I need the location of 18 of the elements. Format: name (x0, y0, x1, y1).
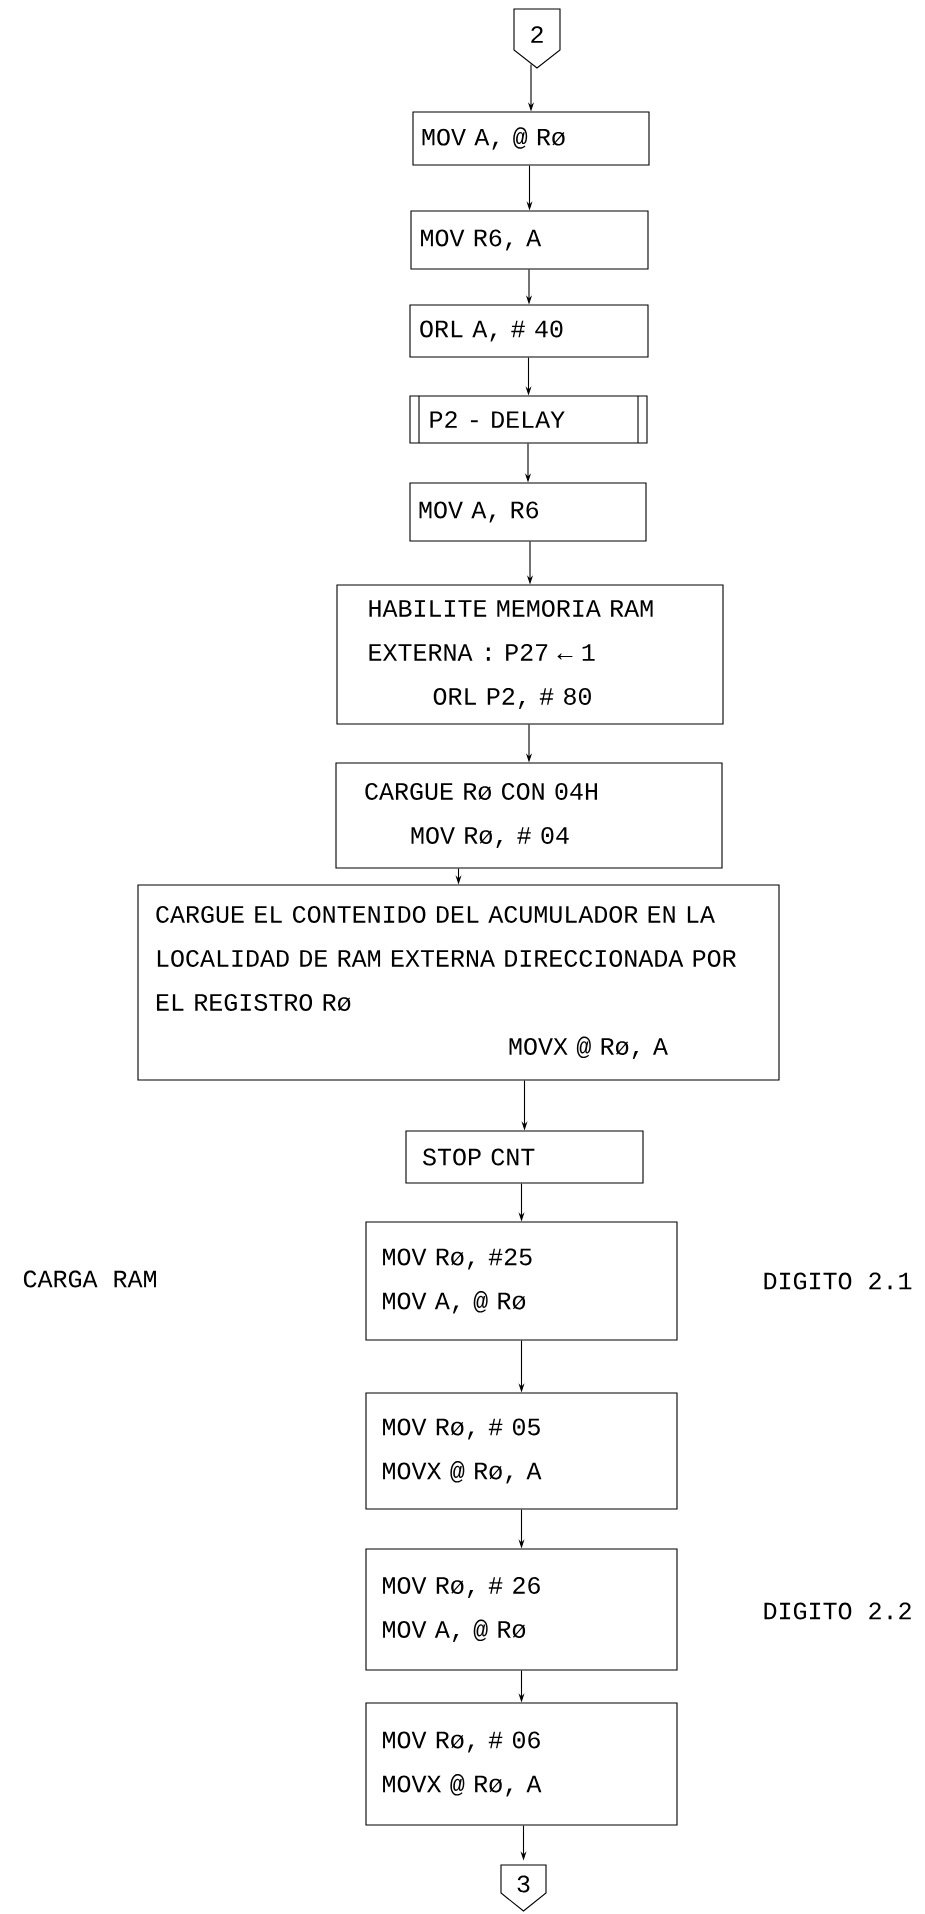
process-box: HABILITE MEMORIA RAM EXTERNA : P27 ← 1 ORL P2, # 80 (336, 584, 724, 725)
side-label: DIGITO 2.2 (764, 1602, 911, 1620)
process-box: MOV Rø, # 05 MOVX @ Rø, A (365, 1392, 678, 1510)
process-box: STOP CNT (405, 1130, 644, 1184)
process-box: MOV Rø, # 06 MOVX @ Rø, A (365, 1702, 678, 1826)
process-box: MOV A, R6 (409, 482, 647, 542)
off-page-connector: 3 (500, 1864, 547, 1912)
side-label: DIGITO 2.1 (764, 1272, 912, 1290)
process-box: CARGUE Rø CON 04H MOV Rø, # 04 (335, 762, 723, 869)
process-box: MOV A, @ Rø (412, 111, 650, 166)
process-box: CARGUE EL CONTENIDO DEL ACUMULADOR EN LA LOCALIDAD DE RAM EXTERNA DIRECCIONADA POR EL REGISTRO Rø MOVX @ Rø, A (137, 884, 780, 1081)
process-box: ORL A, # 40 (409, 304, 649, 358)
process-box: MOV Rø, # 26 MOV A, @ Rø (365, 1548, 678, 1671)
off-page-connector: 2 (513, 8, 561, 69)
process-box: MOV R6, A (410, 210, 649, 270)
process-box: MOV Rø, #25 MOV A, @ Rø (365, 1221, 678, 1341)
predefined-process-box: P2 - DELAY (409, 395, 648, 444)
side-label: CARGA RAM (23, 1270, 156, 1288)
